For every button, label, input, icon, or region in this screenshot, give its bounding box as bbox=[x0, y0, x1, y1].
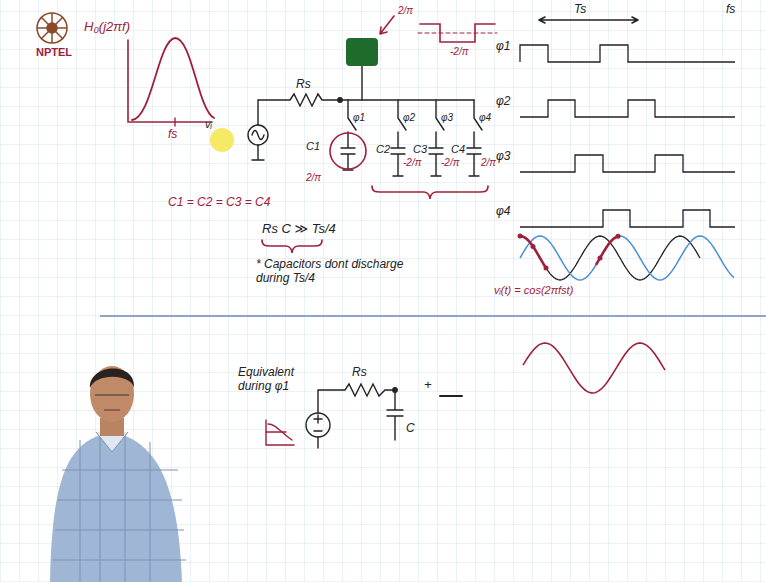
input-signal: vᵢ(t) = cos(2πfst) bbox=[494, 284, 589, 297]
capacitor-weight: -2/π bbox=[441, 157, 459, 169]
green-block bbox=[346, 38, 378, 66]
nptel-logo bbox=[37, 13, 67, 43]
phase-name: φ2 bbox=[496, 95, 511, 109]
frequency-label: fs bbox=[726, 3, 735, 17]
phase-name: φ1 bbox=[496, 40, 511, 54]
resistor-label: Rs bbox=[296, 78, 311, 92]
phase-name: φ4 bbox=[496, 205, 511, 219]
sinusoid bbox=[520, 236, 700, 280]
input-sinusoids bbox=[518, 234, 735, 394]
capacitor-label: C4 bbox=[451, 143, 465, 156]
condition-note: * Capacitors dont discharge during Ts/4 bbox=[256, 258, 436, 286]
resistor-label: Rs bbox=[352, 366, 367, 380]
level-label: -2/π bbox=[450, 46, 468, 58]
clock-waveforms bbox=[520, 45, 735, 227]
page-separator bbox=[100, 315, 766, 317]
capacitor-label: C bbox=[406, 422, 415, 436]
sample-dot bbox=[598, 256, 603, 261]
sample-dot bbox=[616, 234, 621, 239]
time-constant-condition: Rs C ≫ Ts/4 bbox=[262, 222, 336, 237]
cursor-highlight bbox=[210, 128, 234, 152]
phase-name: φ3 bbox=[496, 150, 511, 164]
sinusoid bbox=[523, 343, 665, 393]
equality-note: C1 = C2 = C3 = C4 bbox=[168, 196, 270, 210]
level-label: 2/π bbox=[398, 5, 413, 17]
filter-title: H₀(j2πf) bbox=[84, 20, 130, 35]
signal-name: vᵢ bbox=[205, 118, 212, 131]
capacitor-label: C1 bbox=[306, 140, 320, 153]
frequency-label: fs bbox=[168, 128, 177, 142]
sinusoid bbox=[520, 236, 734, 280]
red-annotations bbox=[262, 16, 638, 253]
sinusoid bbox=[520, 236, 546, 268]
polarity-mark: + bbox=[424, 378, 432, 393]
equivalent-heading: Equivalent during φ1 bbox=[238, 366, 302, 394]
switch-phase: φ1 bbox=[353, 112, 365, 124]
capacitor-weight: 2/π bbox=[481, 157, 496, 169]
capacitor-label: C3 bbox=[413, 143, 427, 156]
switched-capacitor-circuit bbox=[248, 66, 482, 176]
sample-dot bbox=[531, 244, 536, 249]
filter-response bbox=[128, 38, 214, 126]
capacitor-label: C2 bbox=[376, 143, 390, 156]
capacitor-weight: 2/π bbox=[306, 172, 321, 184]
sinusoid bbox=[596, 236, 620, 265]
equivalent-circuit bbox=[266, 384, 462, 448]
switch-phase: φ2 bbox=[403, 112, 415, 124]
presenter-video bbox=[50, 366, 186, 582]
switch-phase: φ3 bbox=[441, 112, 453, 124]
sample-dot bbox=[544, 266, 549, 271]
switch-phase: φ4 bbox=[479, 112, 491, 124]
period-label: Ts bbox=[574, 3, 586, 17]
capacitor-weight: -2/π bbox=[403, 157, 421, 169]
sample-dot bbox=[518, 234, 523, 239]
logo-text: NPTEL bbox=[36, 46, 72, 59]
